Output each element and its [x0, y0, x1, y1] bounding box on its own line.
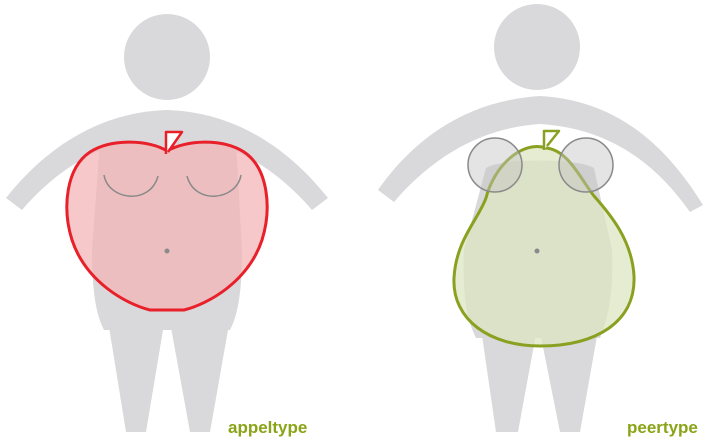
- navel-icon: [165, 249, 170, 254]
- head-icon: [124, 14, 210, 100]
- head-icon: [494, 4, 580, 90]
- pear-type-label: peertype: [627, 418, 698, 438]
- apple-type-figure: [6, 14, 328, 432]
- apple-type-label: appeltype: [228, 418, 307, 438]
- chest-circle-left: [468, 138, 522, 192]
- navel-icon: [535, 249, 540, 254]
- left-leg-icon: [104, 296, 168, 432]
- right-leg-icon: [166, 296, 234, 432]
- chest-circle-right: [559, 138, 613, 192]
- pear-type-figure: [378, 4, 703, 432]
